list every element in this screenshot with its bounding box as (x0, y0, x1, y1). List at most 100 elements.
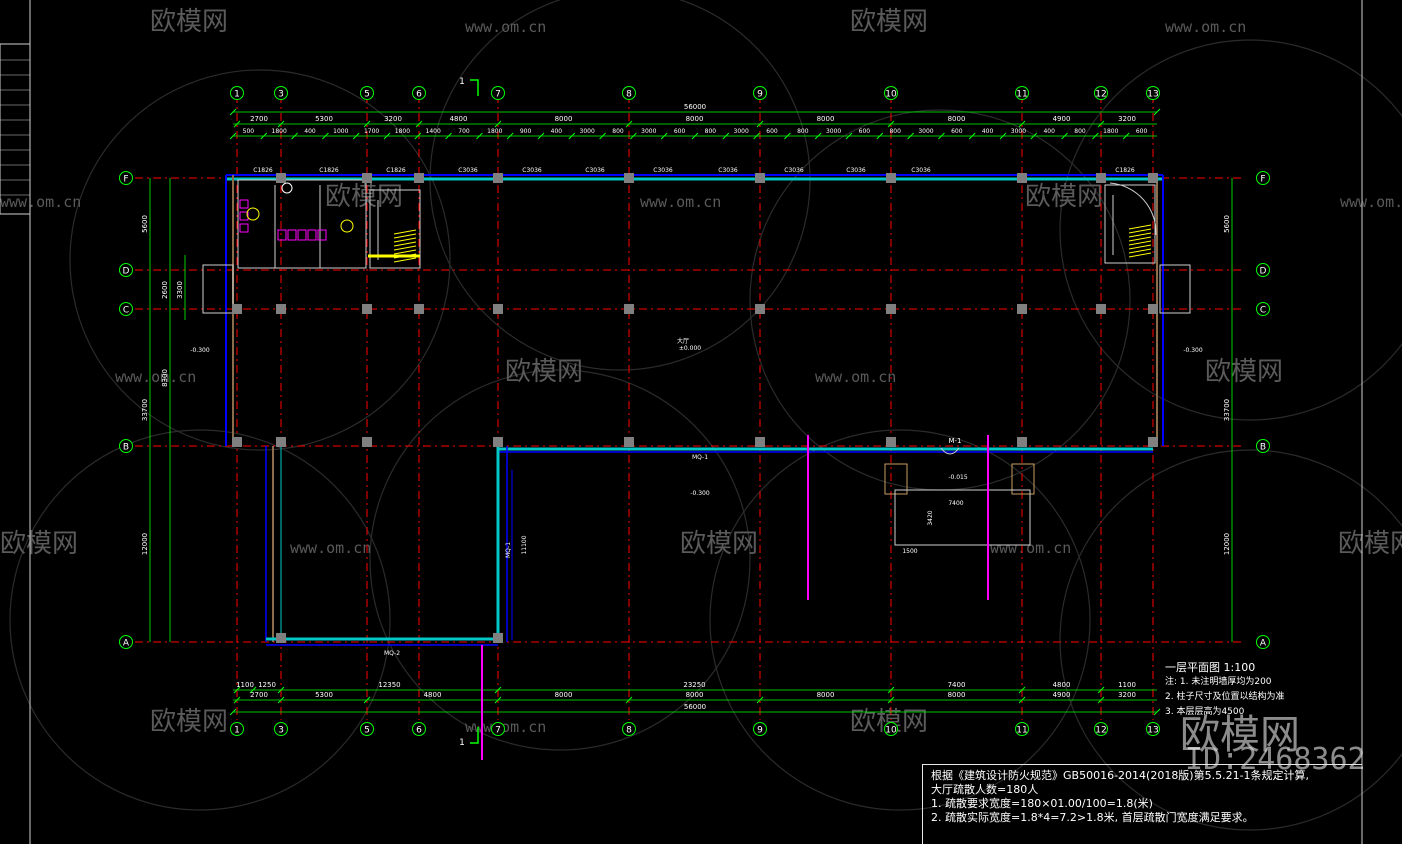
toilet-fixture-icon (281, 182, 293, 194)
axis-grid (0, 0, 1363, 844)
dim-tick (291, 132, 298, 140)
dim-tick (383, 132, 391, 140)
structural-column (232, 437, 242, 447)
stair-outline (369, 189, 421, 269)
axis-top-label: 8 (626, 90, 632, 100)
structural-column (414, 304, 424, 314)
dim-tick (445, 132, 452, 140)
legend-note-1: 注: 1. 未注明墙厚均为200 (1165, 677, 1272, 687)
watermark-brand: 欧模网 (325, 182, 403, 212)
column-layer (232, 173, 1158, 643)
structural-column (624, 304, 634, 314)
structural-column (755, 304, 765, 314)
dim-top-row2: 600 (766, 128, 778, 135)
left-entrance-bay (202, 264, 234, 314)
structural-column (493, 633, 503, 643)
dim-top-row1: 5300 (315, 115, 333, 123)
structural-column (1096, 304, 1106, 314)
dim-tick (233, 120, 241, 128)
axis-bottom-label: 6 (416, 726, 422, 736)
structural-column (1148, 437, 1158, 447)
axis-bottom-circle (230, 722, 244, 736)
axis-bottom-label: 3 (278, 726, 284, 736)
structural-column (276, 304, 286, 314)
stair-tread (1128, 236, 1152, 242)
dim-bottom-mid: 1100 (236, 681, 254, 689)
axis-bottom-label: 12 (1095, 726, 1106, 736)
window-label: C3036 (911, 167, 931, 174)
stair-tread (1128, 228, 1152, 234)
axis-top-circle (230, 86, 244, 100)
watermark-brand: 欧模网 (0, 529, 78, 559)
axis-right-circle (1256, 263, 1270, 277)
axis-right-label: D (1260, 267, 1267, 277)
watermark-url: www.om.cn (465, 718, 546, 736)
structural-column (755, 173, 765, 183)
dim-top-row1: 8000 (817, 115, 835, 123)
dim-tick (415, 120, 423, 128)
dim-11100: 11100 (521, 535, 528, 554)
axis-left-label: D (123, 267, 130, 277)
axis-bottom-circle (274, 722, 288, 736)
dim-tick (322, 132, 329, 140)
dim-7400: 7400 (948, 500, 963, 507)
axis-left-circle (119, 635, 133, 649)
dim-bottom-mid: 7400 (948, 681, 966, 689)
dim-tick (999, 132, 1007, 140)
dim-bottom-row1: 8000 (948, 691, 966, 699)
window-label: C3036 (653, 167, 673, 174)
structural-column (362, 173, 372, 183)
wall-layer (202, 174, 1191, 760)
window-label: C3036 (585, 167, 605, 174)
axis-left-circle (119, 302, 133, 316)
toilet-fixture (239, 223, 249, 233)
watermark-circle (709, 429, 1091, 811)
dim-tick (476, 132, 483, 140)
axis-bottom-label: 9 (757, 726, 763, 736)
dim-top-row1: 4800 (450, 115, 468, 123)
watermark-brand: 欧模网 (850, 7, 928, 37)
structural-column (493, 304, 503, 314)
axis-top-circle (274, 86, 288, 100)
watermark-url: www.om.cn (1165, 18, 1246, 36)
dim-bottom-row1: 5300 (315, 691, 333, 699)
structural-column (493, 173, 503, 183)
dim-top-row1: 8000 (686, 115, 704, 123)
dim-top-row1: 3200 (384, 115, 402, 123)
axis-left-label: A (123, 639, 130, 649)
toilet-stall (317, 229, 327, 241)
stair-tread (393, 237, 417, 243)
dim-tick (784, 132, 791, 140)
structural-column (362, 304, 372, 314)
stair-tread (1128, 244, 1152, 250)
axis-bottom-circle (753, 722, 767, 736)
dim-tick (233, 696, 241, 704)
structural-column (886, 173, 896, 183)
axis-bottom-circle (1094, 722, 1108, 736)
stair-right-arc (1109, 182, 1157, 236)
watermark-brand: 欧模网 (1025, 182, 1103, 212)
dim-tick (845, 132, 853, 140)
axis-left-circle (119, 439, 133, 453)
axis-right-label: A (1260, 639, 1267, 649)
drawing-legend: 一层平面图 1:100 注: 1. 未注明墙厚均为200 2. 柱子尺寸及位置以… (1165, 660, 1365, 720)
dim-top-row2: 3000 (734, 128, 749, 135)
axis-right-circle (1256, 171, 1270, 185)
axis-top-circle (1094, 86, 1108, 100)
dim-bottom-total: 56000 (684, 703, 706, 711)
dim-top-row2: 1000 (333, 128, 348, 135)
dim-left-vertical: 8300 (161, 369, 169, 387)
dim-top-row2: 600 (859, 128, 871, 135)
watermark-brand: 欧模网 (150, 7, 228, 37)
entrance-canopy (894, 489, 1031, 546)
axis-top-label: 9 (757, 90, 763, 100)
dim-tick (907, 132, 914, 140)
dim-tick (363, 696, 371, 704)
axis-top-circle (491, 86, 505, 100)
watermark-url: www.om.cn (815, 368, 896, 386)
structural-column (276, 633, 286, 643)
dim-top-row2: 700 (458, 128, 470, 135)
dim-tick (814, 132, 822, 140)
